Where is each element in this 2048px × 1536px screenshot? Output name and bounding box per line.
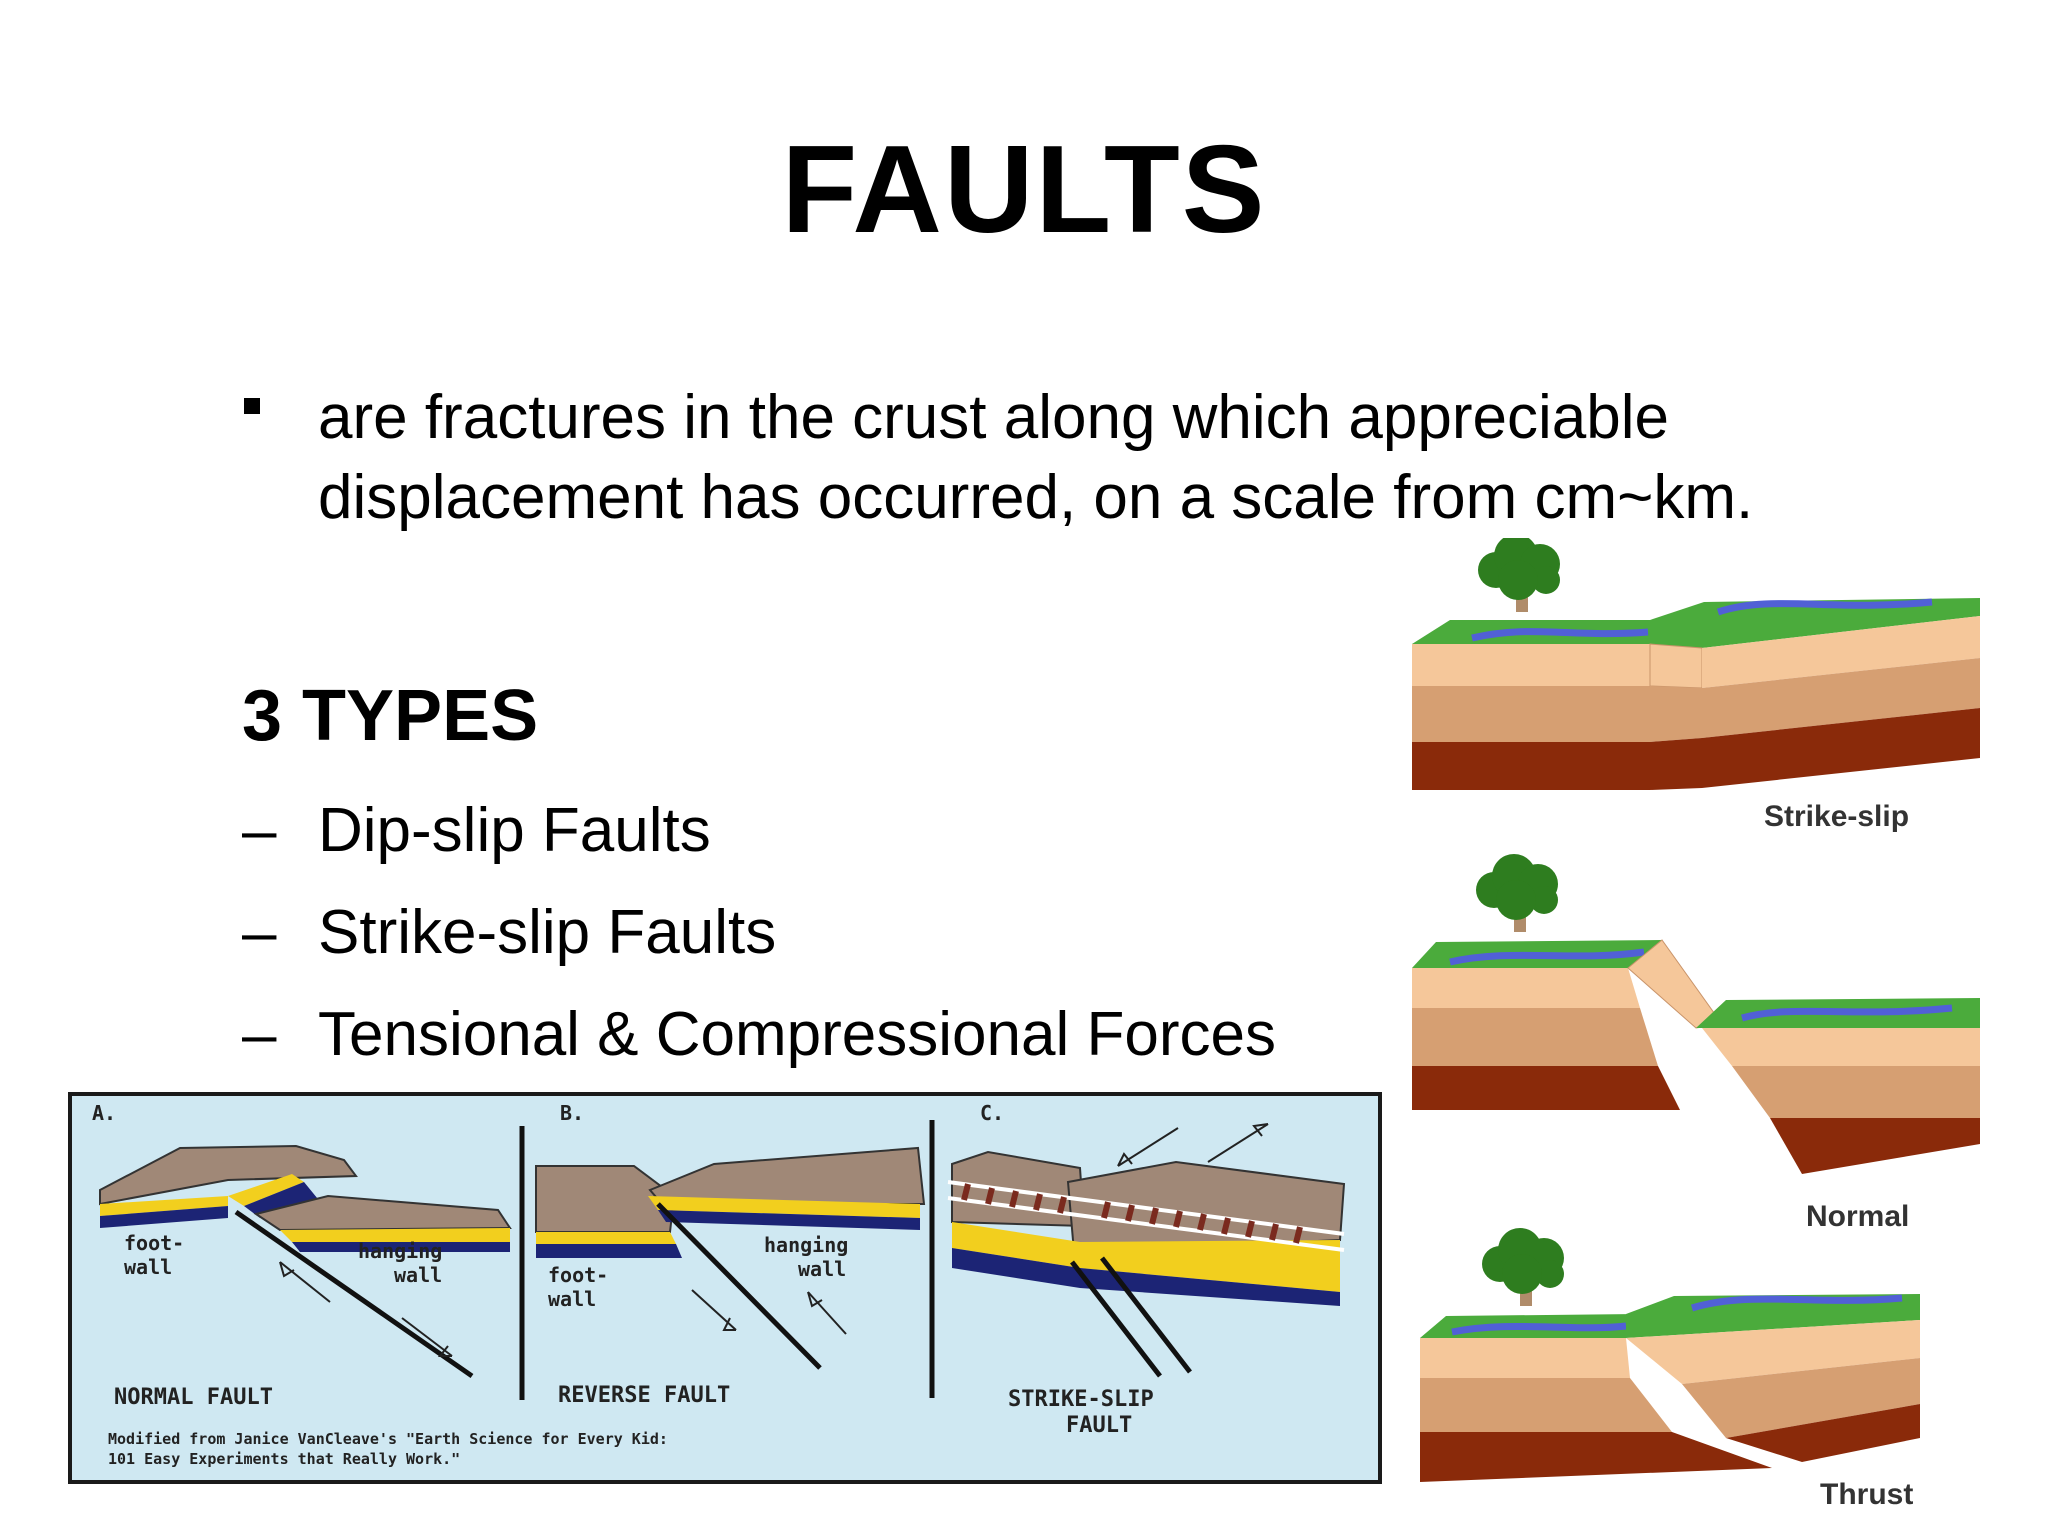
strike-slip-caption-2: FAULT — [1066, 1413, 1132, 1438]
tree-icon — [1478, 538, 1560, 612]
normal-label: Normal — [1806, 1200, 1909, 1233]
foot-wall-label-1: foot- — [548, 1263, 608, 1287]
strike-slip-block: Strike-slip — [1412, 538, 1980, 833]
foot-wall-label-1: foot- — [124, 1231, 184, 1255]
credit-line-2: 101 Easy Experiments that Really Work." — [108, 1450, 460, 1468]
foot-wall-label-2: wall — [548, 1287, 596, 1311]
strike-slip-panel: C. STRIKE-SLIP FAULT — [947, 1101, 1346, 1438]
normal-fault-caption: NORMAL FAULT — [114, 1385, 273, 1410]
types-heading: 3 TYPES — [242, 676, 539, 756]
thrust-block: Thrust — [1420, 1228, 1920, 1511]
hanging-wall-label-1: hanging — [358, 1239, 442, 1263]
slide-title: FAULTS — [781, 121, 1267, 259]
fault-block-models: Strike-slip Normal Thrust — [1412, 538, 1980, 1511]
hanging-wall-label-1: hanging — [764, 1233, 848, 1257]
hanging-wall-label-2: wall — [394, 1263, 442, 1287]
normal-fault-panel: foot- wall hanging wall A. NORMAL FAULT — [92, 1101, 512, 1410]
bullet-marker — [244, 398, 260, 414]
type-item-dip-slip: –Dip-slip Faults — [242, 800, 711, 862]
panel-a-letter: A. — [92, 1101, 116, 1125]
type-label: Strike-slip Faults — [318, 898, 777, 967]
reverse-fault-panel: foot- wall hanging wall B. REVERSE FAULT — [535, 1101, 926, 1408]
dash: – — [242, 898, 277, 967]
foot-wall-label-2: wall — [124, 1255, 172, 1279]
type-item-strike-slip: –Strike-slip Faults — [242, 902, 776, 964]
strike-slip-caption-1: STRIKE-SLIP — [1008, 1387, 1154, 1412]
type-label: Tensional & Compressional Forces — [318, 1000, 1276, 1069]
dash: – — [242, 1000, 277, 1069]
tree-icon — [1476, 854, 1558, 932]
panel-c-letter: C. — [980, 1101, 1004, 1125]
credit-line-1: Modified from Janice VanCleave's "Earth … — [108, 1430, 668, 1448]
dash: – — [242, 796, 277, 865]
fault-types-diagram: foot- wall hanging wall A. NORMAL FAULT … — [68, 1092, 1382, 1484]
normal-block: Normal — [1412, 854, 1980, 1233]
panel-b-letter: B. — [560, 1101, 584, 1125]
hanging-wall-label-2: wall — [798, 1257, 846, 1281]
strike-slip-label: Strike-slip — [1764, 800, 1909, 833]
definition-text: are fractures in the crust along which a… — [318, 383, 1754, 532]
tree-icon — [1482, 1228, 1564, 1306]
reverse-fault-caption: REVERSE FAULT — [558, 1383, 730, 1408]
type-label: Dip-slip Faults — [318, 796, 711, 865]
type-item-forces: –Tensional & Compressional Forces — [242, 1004, 1276, 1066]
thrust-label: Thrust — [1820, 1478, 1913, 1511]
